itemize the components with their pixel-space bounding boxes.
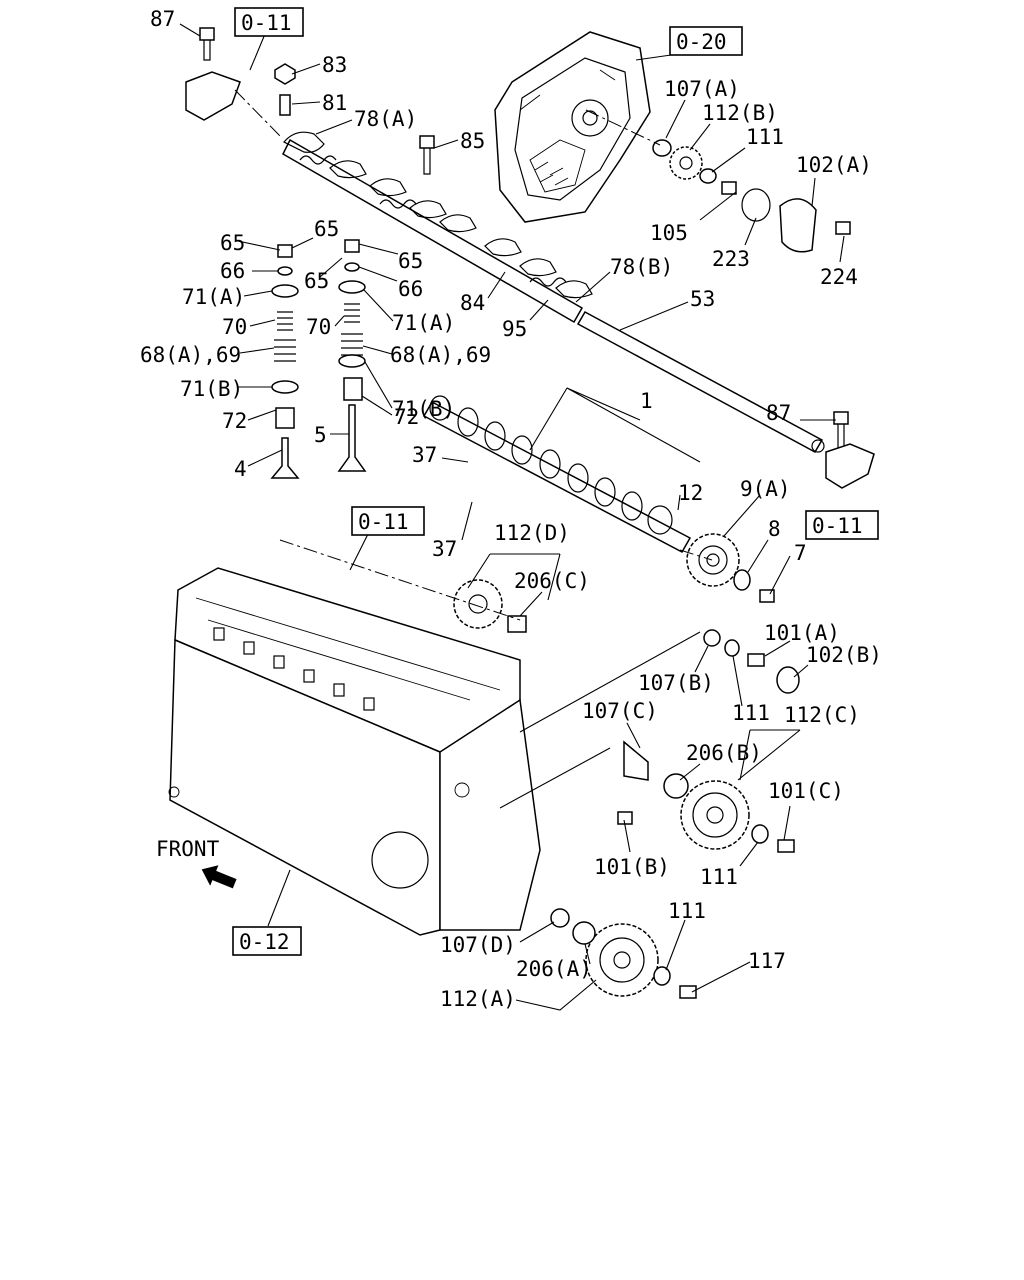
callout-78a: 78(A) (354, 107, 417, 131)
small-hardware (185, 27, 875, 999)
gear-9a (686, 533, 740, 587)
callout-101b: 101(B) (594, 855, 670, 879)
front-label: FRONT (156, 837, 220, 861)
callout-66-a: 66 (220, 259, 245, 283)
callout-71b-left: 71(B) (180, 377, 243, 401)
callout-53: 53 (690, 287, 715, 311)
callout-70-right: 70 (306, 315, 331, 339)
callout-68a-right: 68(A),69 (390, 343, 491, 367)
ref-box-0-11-mid: 0-11 (351, 506, 425, 536)
callout-105: 105 (650, 221, 688, 245)
gear-112b (669, 146, 703, 180)
callout-107a: 107(A) (664, 77, 740, 101)
callout-112a: 112(A) (440, 987, 516, 1011)
valve-stack-right (337, 239, 367, 472)
callout-117: 117 (748, 949, 786, 973)
callout-78b: 78(B) (610, 255, 673, 279)
callout-71a-left: 71(A) (182, 285, 245, 309)
flywheel-housing (494, 31, 651, 223)
ref-0-12: 0-12 (239, 930, 290, 954)
ref-box-0-11-top: 0-11 (234, 7, 304, 37)
callout-71b-right: 71(B) (392, 397, 455, 421)
callout-84: 84 (460, 291, 485, 315)
callout-107d: 107(D) (440, 933, 516, 957)
callout-65-c: 65 (304, 269, 329, 293)
ref-box-0-12: 0-12 (232, 926, 302, 956)
callout-111-low: 111 (700, 865, 738, 889)
callout-206b: 206(B) (686, 741, 762, 765)
callout-71a-right: 71(A) (392, 311, 455, 335)
callout-37-bottom: 37 (432, 537, 457, 561)
callout-66-b: 66 (398, 277, 423, 301)
callout-107c: 107(C) (582, 699, 658, 723)
callout-8: 8 (768, 517, 781, 541)
callout-111-mid: 111 (732, 701, 770, 725)
callout-labels: 87 83 81 78(A) 85 107(A) 112(B) 111 102(… (140, 7, 882, 1011)
ref-0-11-top: 0-11 (241, 11, 292, 35)
callout-101c: 101(C) (768, 779, 844, 803)
ref-box-0-20: 0-20 (669, 26, 743, 56)
callout-70-left: 70 (222, 315, 247, 339)
ref-box-0-11-right: 0-11 (805, 510, 879, 540)
callout-85: 85 (460, 129, 485, 153)
gear-112c (680, 780, 750, 850)
callout-72-left: 72 (222, 409, 247, 433)
gear-112d (453, 579, 503, 629)
callout-65-b: 65 (314, 217, 339, 241)
callout-111-top: 111 (746, 125, 784, 149)
callout-223: 223 (712, 247, 750, 271)
callout-112b: 112(B) (702, 101, 778, 125)
gear-112a (585, 923, 659, 997)
callout-5: 5 (314, 423, 327, 447)
callout-224: 224 (820, 265, 858, 289)
callout-68a-left: 68(A),69 (140, 343, 241, 367)
rocker-shaft-assembly (282, 131, 593, 324)
ref-0-11-right: 0-11 (812, 514, 863, 538)
callout-112d: 112(D) (494, 521, 570, 545)
callout-87-top: 87 (150, 7, 175, 31)
ref-0-20: 0-20 (676, 30, 727, 54)
callout-112c: 112(C) (784, 703, 860, 727)
callout-101a: 101(A) (764, 621, 840, 645)
callout-9a: 9(A) (740, 477, 791, 501)
callout-4: 4 (234, 457, 247, 481)
callout-111-bottom: 111 (668, 899, 706, 923)
callout-102a: 102(A) (796, 153, 872, 177)
valve-stack-left (270, 244, 300, 479)
callout-1: 1 (640, 389, 653, 413)
leader-lines (179, 23, 845, 1011)
callout-206a: 206(A) (516, 957, 592, 981)
camshaft (422, 395, 692, 554)
callout-81: 81 (322, 91, 347, 115)
callout-102b: 102(B) (806, 643, 882, 667)
callout-95: 95 (502, 317, 527, 341)
cylinder-head-block (168, 539, 541, 936)
callout-72-right: 72 (394, 405, 419, 429)
ref-0-11-mid: 0-11 (358, 510, 409, 534)
oil-pipe-53 (576, 310, 825, 454)
callout-107b: 107(B) (638, 671, 714, 695)
callout-7: 7 (794, 541, 807, 565)
callout-83: 83 (322, 53, 347, 77)
callout-12: 12 (678, 481, 703, 505)
callout-87-right: 87 (766, 401, 791, 425)
callout-206c: 206(C) (514, 569, 590, 593)
front-arrow-icon (201, 865, 237, 889)
callout-65-d: 65 (398, 249, 423, 273)
callout-37-top: 37 (412, 443, 437, 467)
callout-65-a: 65 (220, 231, 245, 255)
